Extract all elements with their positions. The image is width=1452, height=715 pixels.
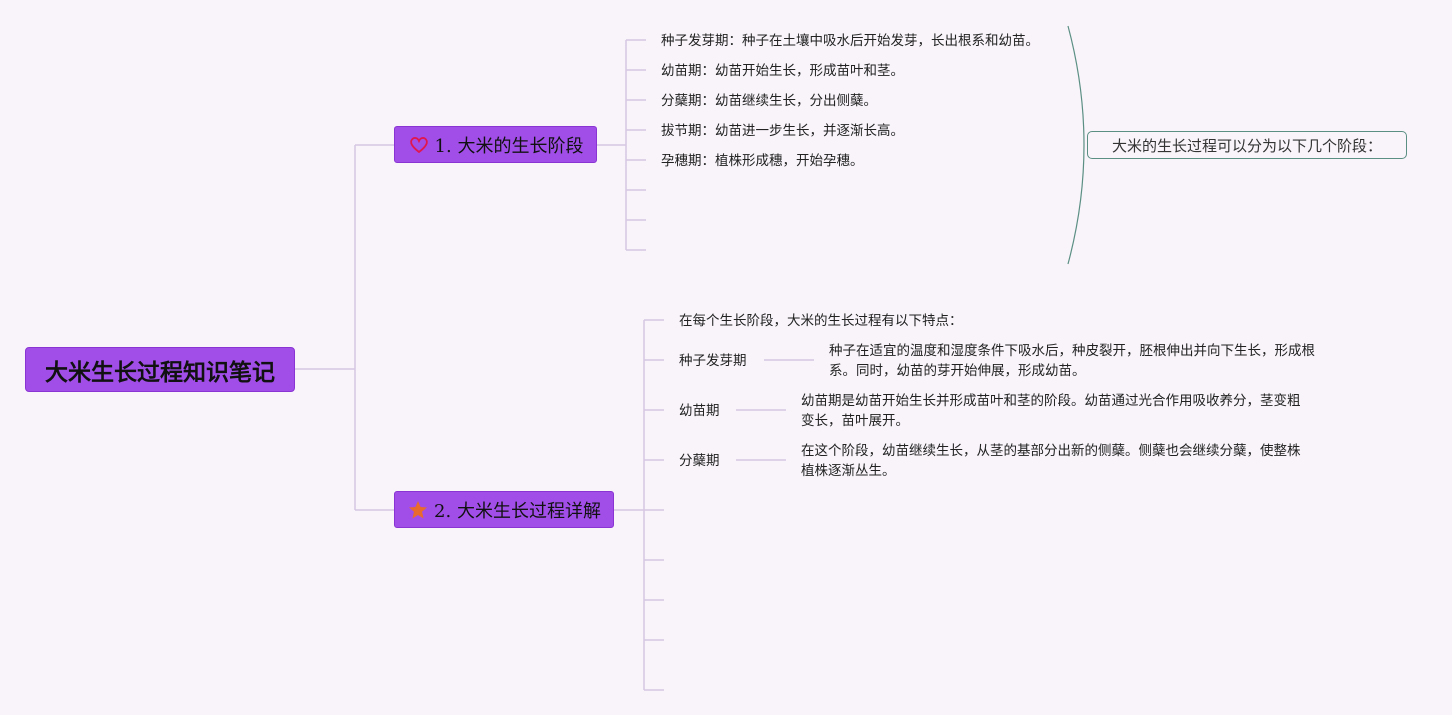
stages-summary-text: 大米的生长过程可以分为以下几个阶段： [1111, 136, 1382, 155]
detail-stage-text[interactable]: 在这个阶段，幼苗继续生长，从茎的基部分出新的侧蘖。侧蘖也会继续分蘖，使整株植株逐… [801, 443, 1301, 479]
branch-growth-stages[interactable]: 1. 大米的生长阶段 [394, 126, 597, 163]
stage-item[interactable]: 拔节期：幼苗进一步生长，并逐渐长高。 [661, 123, 904, 139]
detail-stage-label[interactable]: 分蘖期 [679, 453, 720, 469]
stages-summary[interactable]: 大米的生长过程可以分为以下几个阶段： [1087, 131, 1407, 159]
detail-stage-text[interactable]: 种子在适宜的温度和湿度条件下吸水后，种皮裂开，胚根伸出并向下生长，形成根系。同时… [829, 343, 1315, 379]
branch1-connector [597, 39, 646, 251]
stage-item[interactable]: 分蘖期：幼苗继续生长，分出侧蘖。 [661, 93, 877, 109]
heart-icon [408, 134, 430, 156]
detail-stage-label[interactable]: 幼苗期 [679, 403, 720, 419]
summary-bracket [1067, 25, 1085, 265]
star-icon [407, 499, 429, 521]
detail-stage-label[interactable]: 种子发芽期 [679, 353, 747, 369]
stage-detail-connectors [736, 359, 814, 461]
root-connector [295, 144, 394, 511]
branch-growth-details[interactable]: 2. 大米生长过程详解 [394, 491, 614, 528]
stage-item[interactable]: 种子发芽期：种子在土壤中吸水后开始发芽，长出根系和幼苗。 [661, 33, 1039, 49]
stage-item[interactable]: 孕穗期：植株形成穗，开始孕穗。 [661, 153, 864, 169]
branch-growth-details-label: 2. 大米生长过程详解 [434, 500, 601, 522]
detail-stage-text[interactable]: 幼苗期是幼苗开始生长并形成苗叶和茎的阶段。幼苗通过光合作用吸收养分，茎变粗变长，… [801, 393, 1301, 429]
root-topic[interactable]: 大米生长过程知识笔记 [25, 347, 295, 392]
root-title: 大米生长过程知识笔记 [45, 359, 275, 386]
stage-item[interactable]: 幼苗期：幼苗开始生长，形成苗叶和茎。 [661, 63, 904, 79]
details-intro[interactable]: 在每个生长阶段，大米的生长过程有以下特点： [679, 313, 963, 329]
branch-growth-stages-label: 1. 大米的生长阶段 [434, 135, 584, 157]
branch2-connector [614, 319, 664, 691]
